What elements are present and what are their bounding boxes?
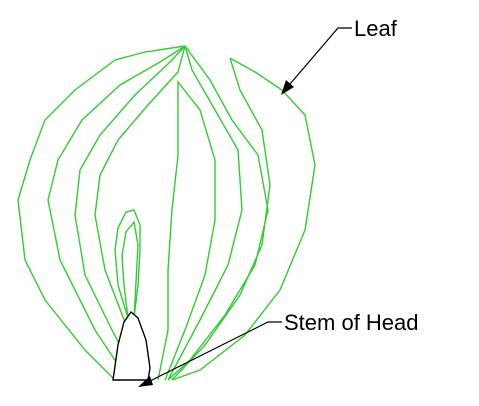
stem-of-head-label: Stem of Head xyxy=(284,310,419,335)
tall-inner-leaf-outline xyxy=(158,82,215,380)
outer-left-leaf-outline xyxy=(18,46,185,380)
leaf-leader-line xyxy=(290,28,352,84)
central-leaf-right-outline xyxy=(168,46,242,380)
outer-right-leaf-inner-outline xyxy=(172,58,270,380)
leaf-label: Leaf xyxy=(354,16,398,41)
stem-of-head-shape xyxy=(113,312,150,380)
inner-small-leaf-outline xyxy=(115,210,140,318)
